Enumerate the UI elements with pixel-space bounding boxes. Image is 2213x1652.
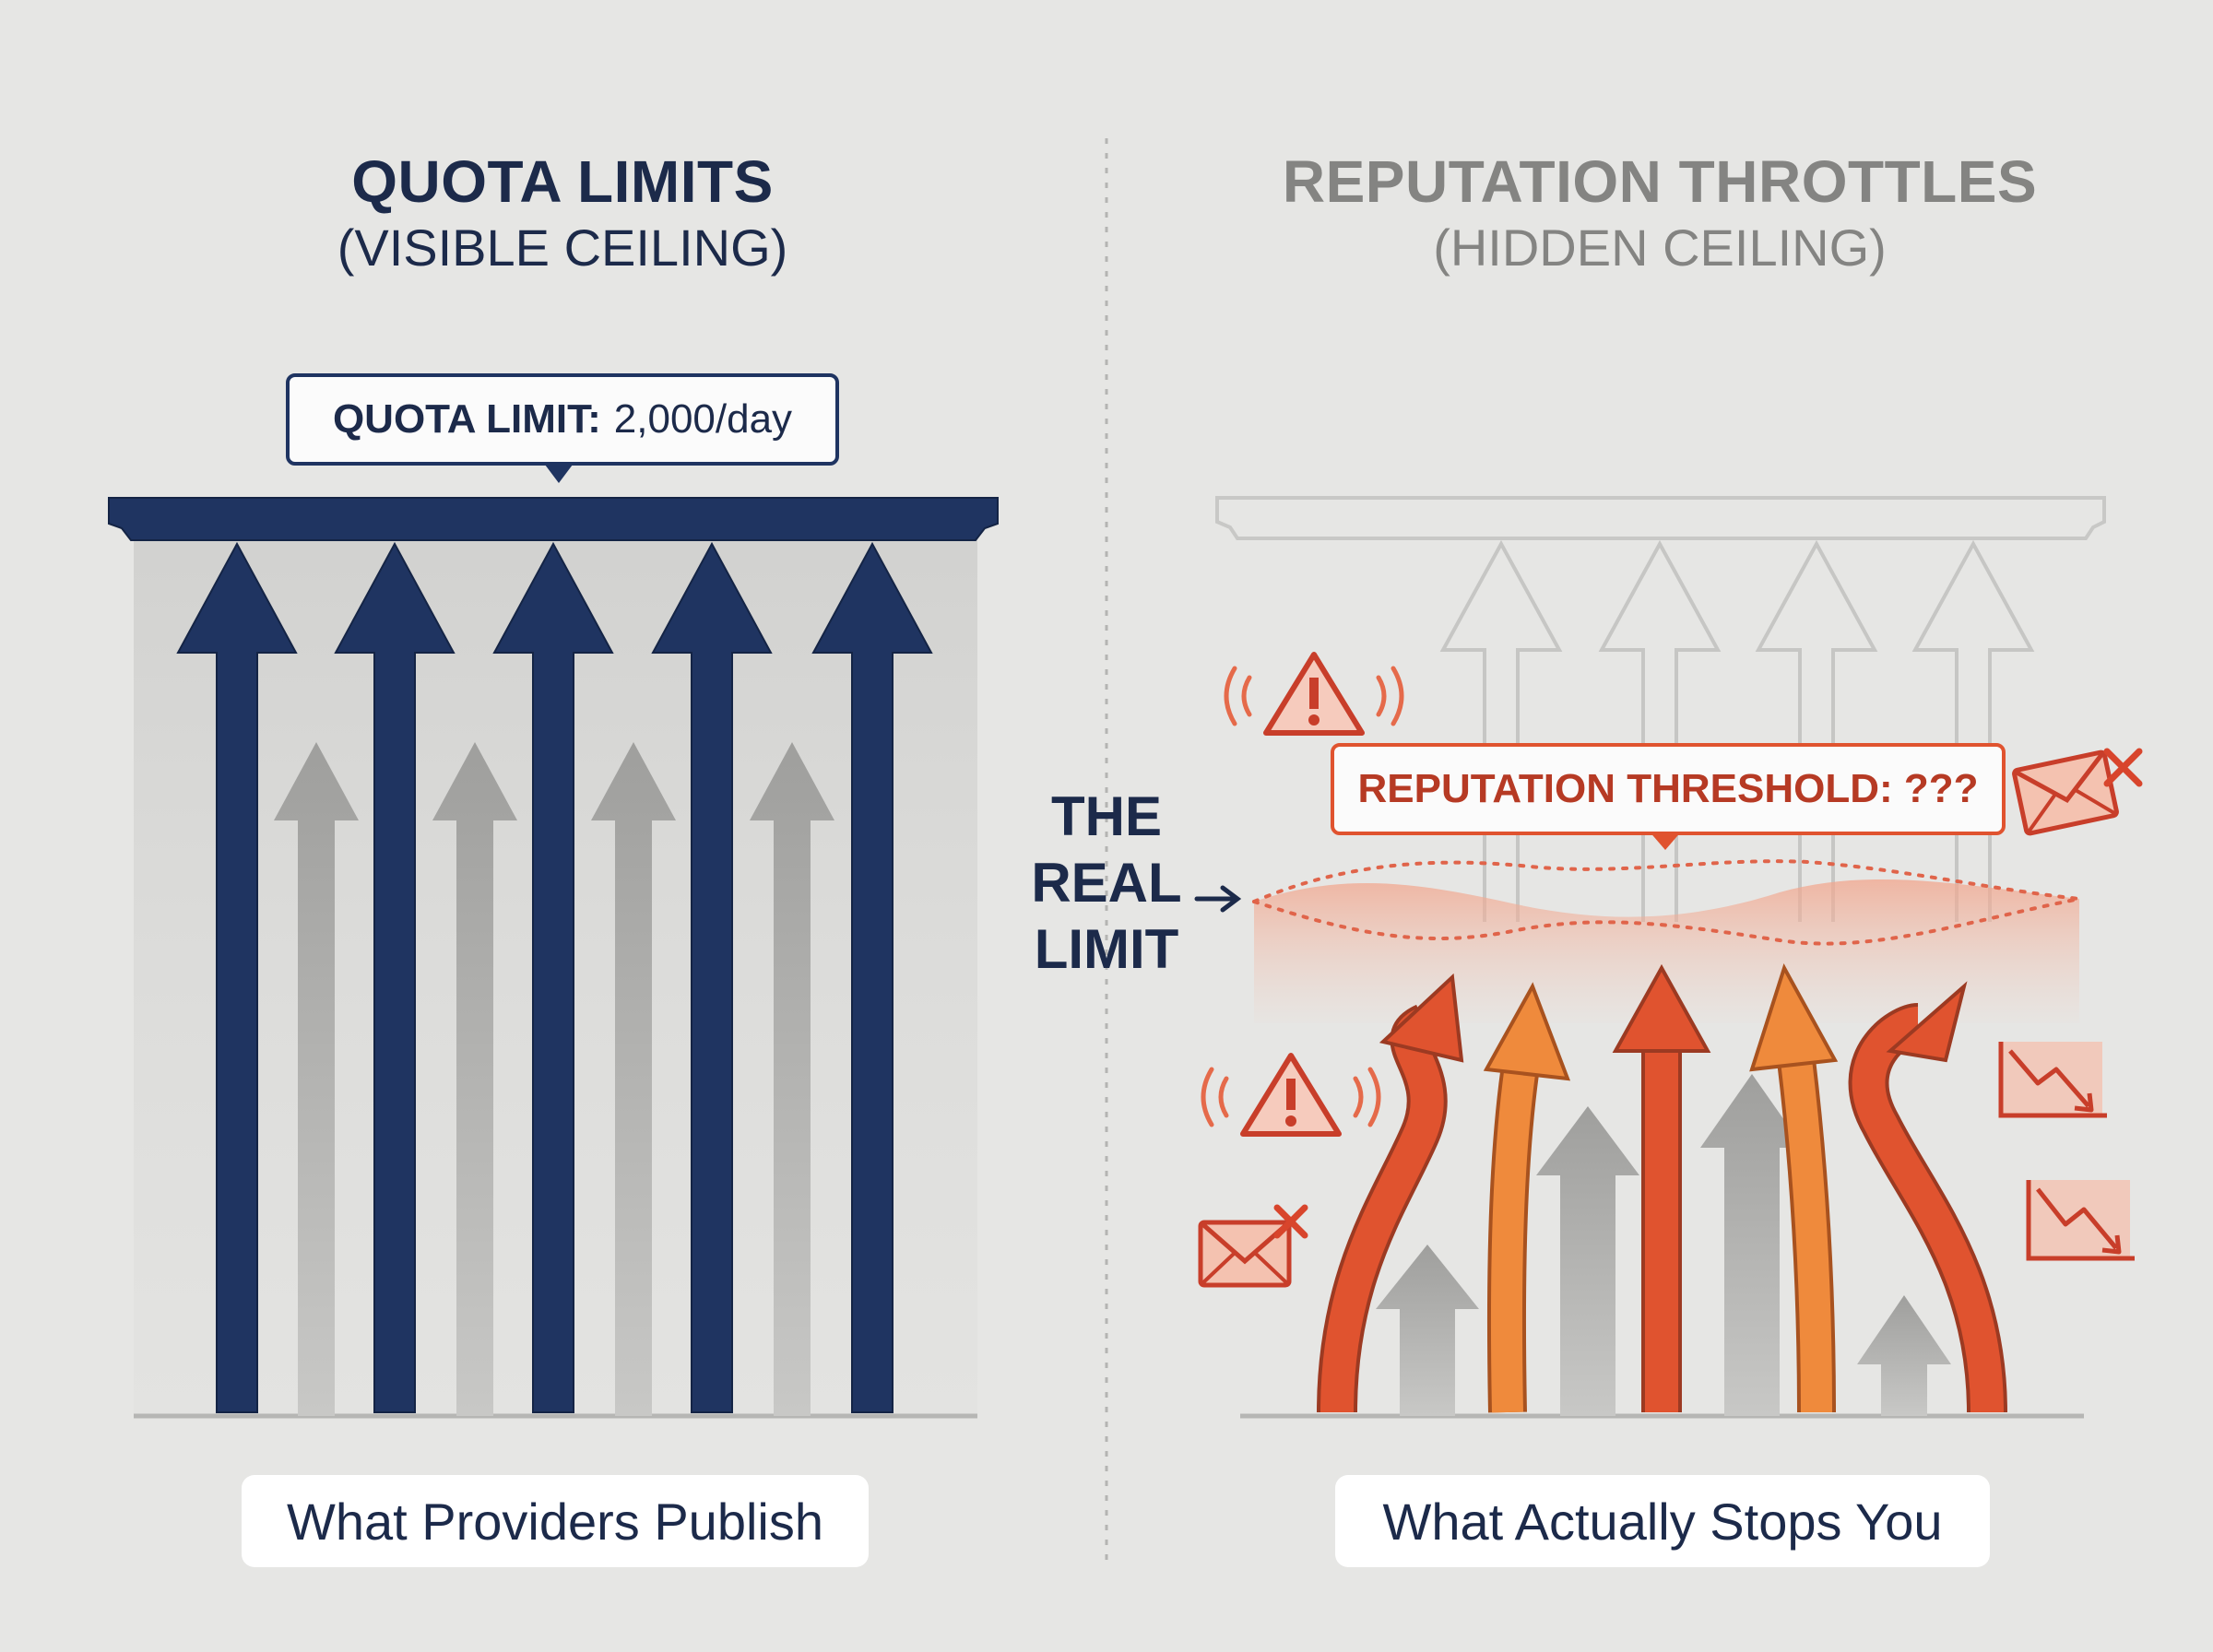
gray-arrow (1536, 1106, 1639, 1416)
ghost-arrow (1755, 539, 1878, 922)
navy-arrow (492, 541, 614, 1413)
gray-arrow (1857, 1295, 1951, 1416)
reputation-threshold-callout: REPUTATION THRESHOLD: ??? (1331, 743, 2006, 835)
downtrend-icon (1998, 1042, 2107, 1118)
navy-arrow (811, 541, 933, 1413)
downtrend-icon (2026, 1180, 2135, 1261)
warning-icon (1224, 652, 1404, 736)
right-ghost-arrows (1439, 539, 2035, 922)
orange-arrowhead (1379, 973, 1464, 1063)
right-orange-arrowheads (1379, 962, 1968, 1081)
right-footer: What Actually Stops You (1335, 1475, 1990, 1567)
real-limit-label: THE REAL LIMIT (1005, 784, 1208, 983)
left-callout-pointer (542, 461, 575, 483)
close-icon (1273, 1204, 1308, 1239)
right-ghost-ceiling (1215, 496, 2106, 540)
reputation-threshold-line-bottom (1252, 897, 2081, 946)
real-limit-line: LIMIT (1034, 918, 1179, 980)
gray-arrow (274, 742, 359, 1416)
ghost-arrow (1598, 539, 1722, 922)
real-limit-line: REAL (1031, 852, 1182, 914)
close-icon (2103, 748, 2143, 787)
orange-arrowhead (1483, 982, 1571, 1081)
quota-limit-callout: QUOTA LIMIT: 2,000/day (286, 373, 839, 466)
left-navy-arrows (176, 541, 933, 1413)
email-blocked-icon (2012, 749, 2119, 836)
navy-arrow (651, 541, 773, 1413)
ghost-arrow (1439, 539, 1563, 922)
gray-arrow (750, 742, 834, 1416)
reputation-zone (1254, 879, 2079, 1023)
right-gray-arrows (1376, 1074, 1951, 1416)
right-orange-arrows (1317, 1003, 2007, 1413)
left-title: QUOTA LIMITS (351, 148, 774, 215)
ghost-arrow (1911, 539, 2035, 922)
quota-limit-value: 2,000/day (613, 396, 793, 442)
reputation-threshold-line-top (1252, 859, 2081, 903)
left-footer: What Providers Publish (242, 1475, 869, 1567)
gray-arrow (432, 742, 517, 1416)
left-ceiling-bar (108, 497, 999, 541)
orange-arrow-shaft (1490, 1057, 1537, 1413)
warning-icon (1201, 1053, 1381, 1137)
left-subtitle: (VISIBLE CEILING) (337, 218, 788, 277)
navy-arrow (334, 541, 456, 1413)
real-limit-line: THE (1051, 785, 1162, 847)
gray-arrow (1376, 1245, 1479, 1416)
orange-arrow-shaft (1852, 1007, 2004, 1413)
gray-arrow (1700, 1074, 1804, 1416)
orange-arrowhead (1612, 963, 1711, 1053)
navy-arrow (176, 541, 298, 1413)
right-subtitle: (HIDDEN CEILING) (1433, 218, 1887, 277)
orange-arrowhead (1886, 981, 1968, 1063)
quota-limit-label: QUOTA LIMIT: (332, 396, 601, 442)
orange-arrowhead (1749, 962, 1839, 1072)
email-blocked-icon (1198, 1220, 1292, 1288)
arrow-right-icon (1194, 885, 1242, 913)
orange-arrow-shaft (1781, 1057, 1832, 1413)
gray-arrow (591, 742, 676, 1416)
right-title: REPUTATION THROTTLES (1282, 148, 2038, 215)
left-gray-arrows (274, 742, 834, 1416)
